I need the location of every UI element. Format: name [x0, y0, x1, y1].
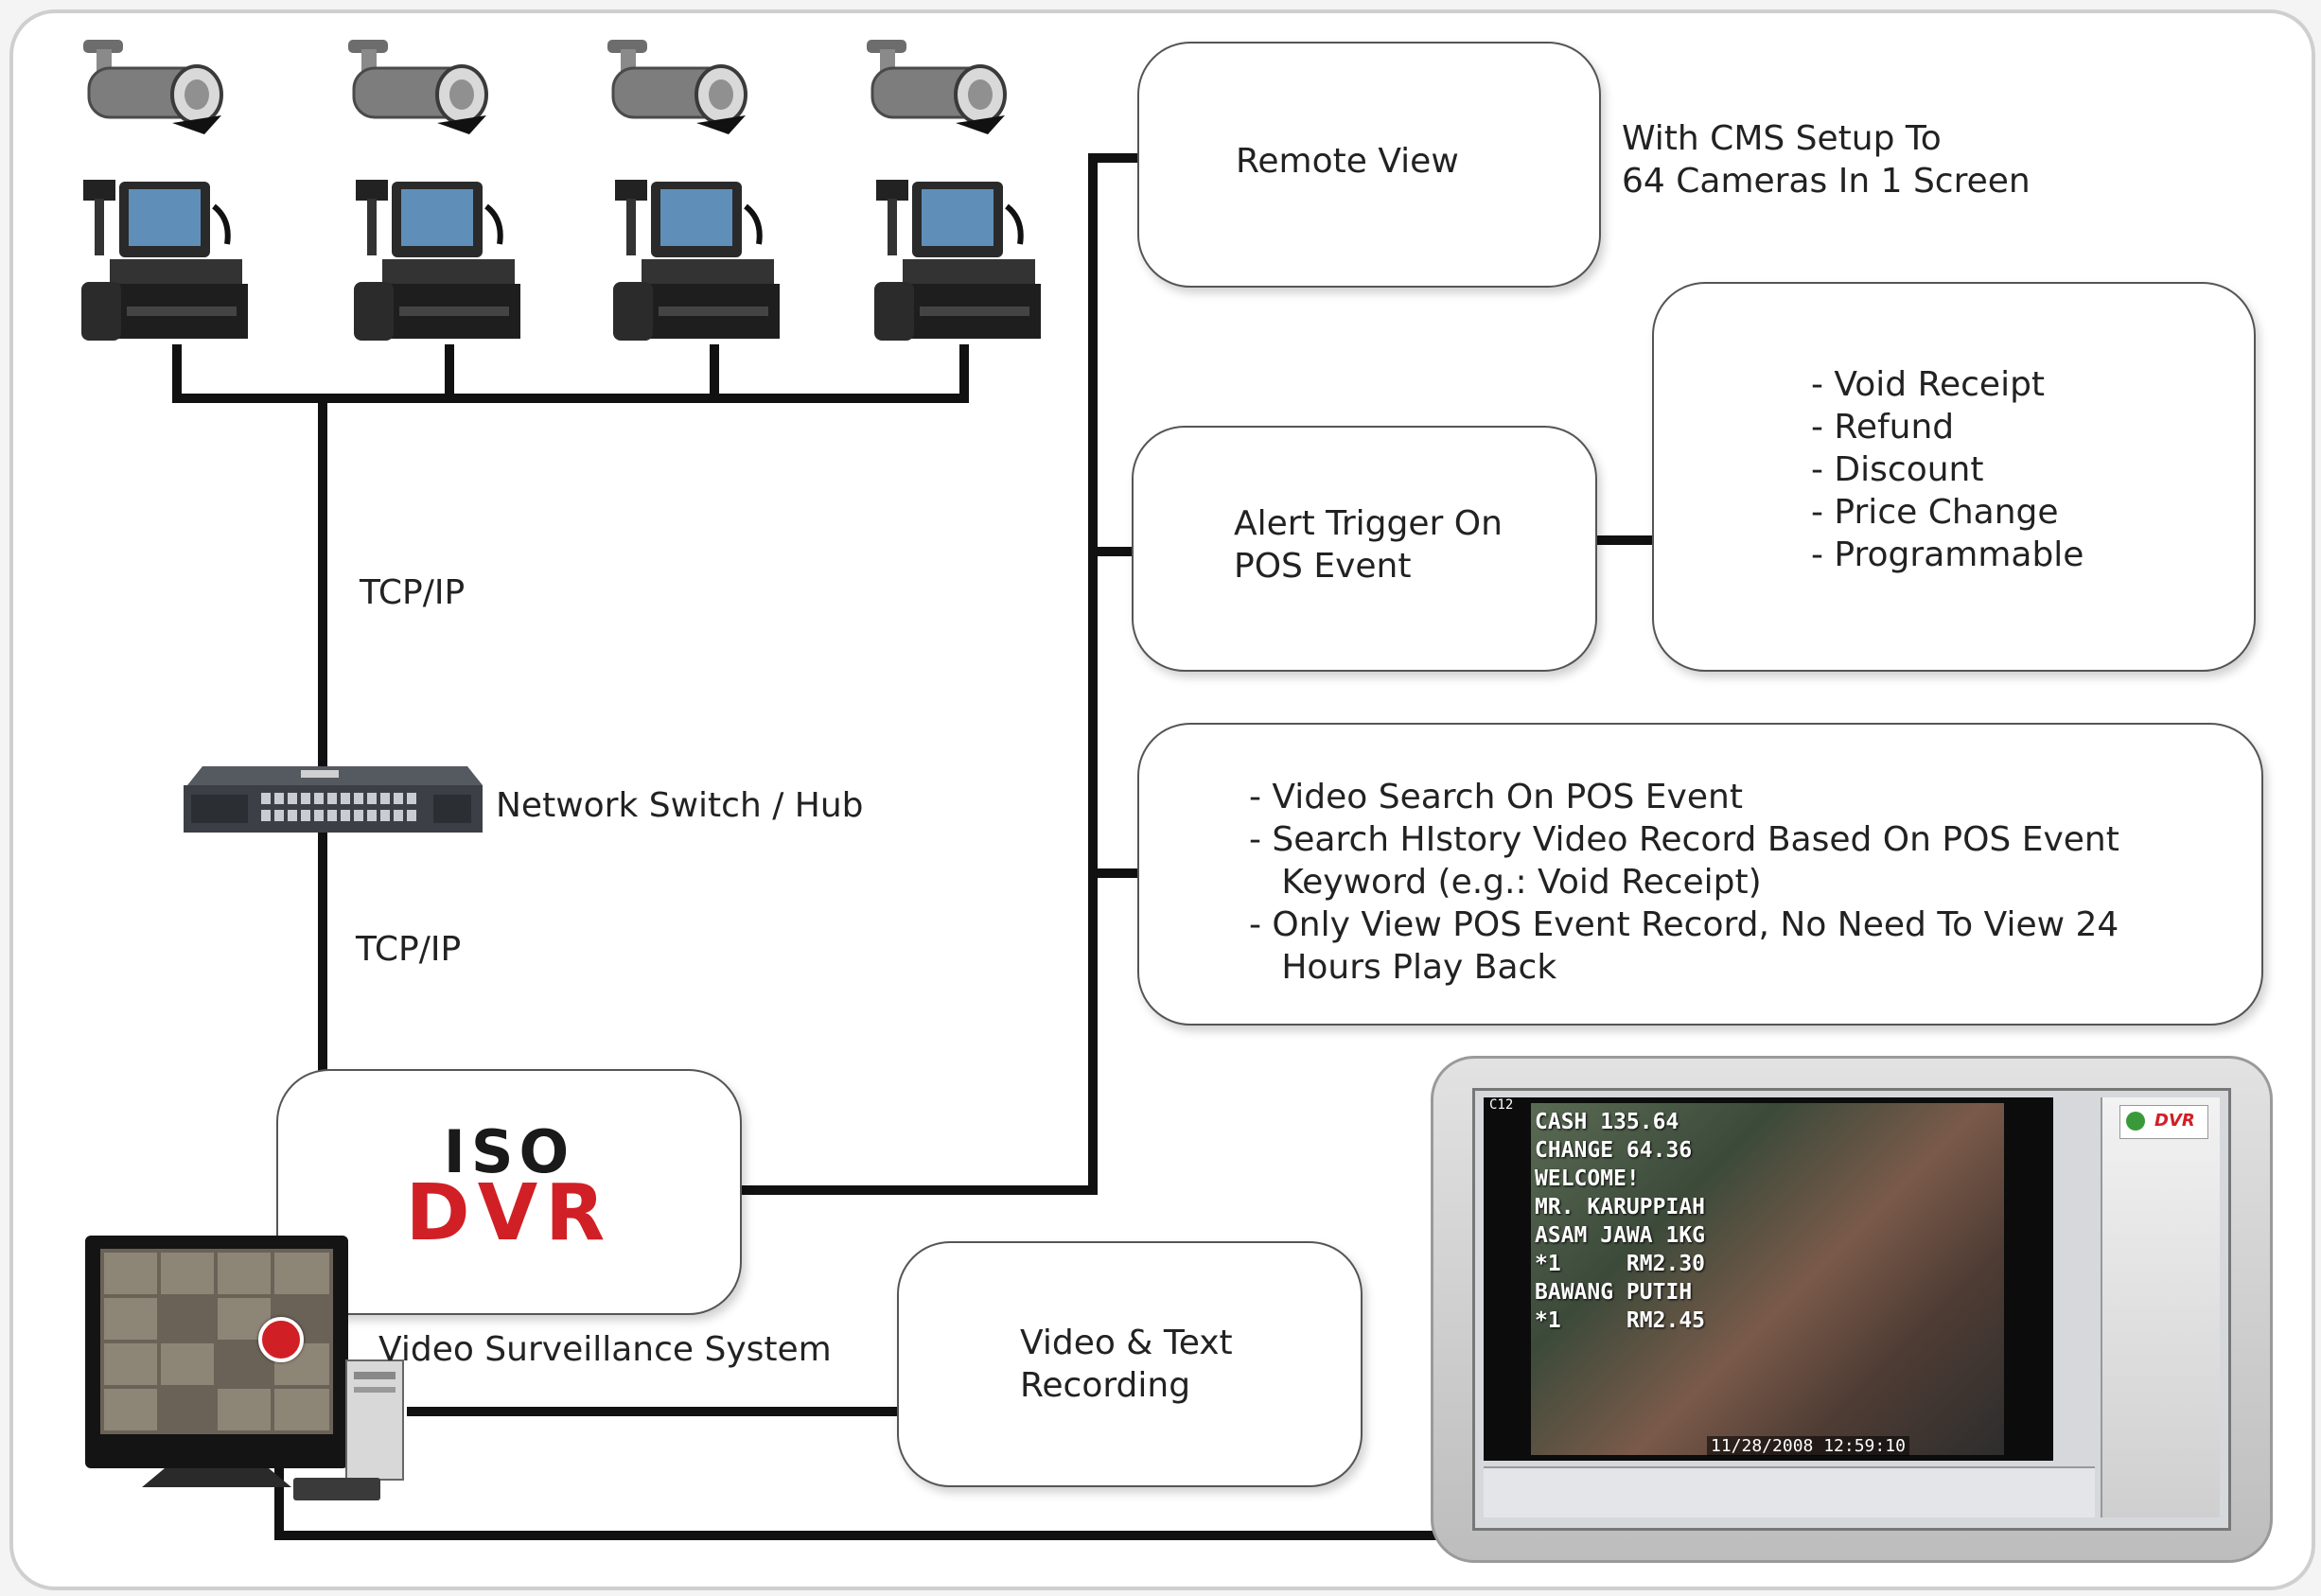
tcp-ip-label-bottom: TCP/IP	[356, 930, 462, 969]
remote-view-label: Remote View	[1236, 142, 1459, 181]
pc-to-recording-line	[407, 1407, 899, 1416]
pos-terminal-icon	[613, 180, 780, 341]
alert-to-events-line	[1595, 535, 1656, 545]
security-camera-icon	[607, 40, 747, 134]
dvr-brand-badge: DVR	[2119, 1105, 2208, 1139]
pos-terminal-icon	[81, 180, 248, 341]
network-switch-icon	[184, 766, 483, 833]
overlay-line-price-2: *1 RM2.45	[1535, 1308, 1706, 1333]
record-indicator-icon	[258, 1317, 304, 1362]
pos-event-refund: - Refund	[1811, 408, 1955, 447]
trunk-line-lower	[318, 833, 327, 1071]
overlay-line-welcome: WELCOME!	[1535, 1166, 1640, 1191]
bus-to-alert-line	[1088, 547, 1135, 556]
cms-note-line-1: With CMS Setup To	[1622, 119, 1942, 158]
security-camera-icon	[867, 40, 1007, 134]
video-search-line-2: - Search HIstory Video Record Based On P…	[1249, 820, 2119, 859]
monitor-video-feed: C12 CASH 135.64 CHANGE 64.36 WELCOME! MR…	[1484, 1097, 2053, 1461]
brand-globe-icon	[2126, 1112, 2145, 1131]
pc-to-monitor-line	[274, 1531, 1448, 1540]
overlay-line-item-2: BAWANG PUTIH	[1535, 1280, 1693, 1305]
pos-drop-line-2	[445, 344, 454, 401]
iso-dvr-logo: ISO DVR	[276, 1117, 742, 1258]
pos-events-box	[1652, 282, 2256, 672]
iso-logo-text: ISO	[443, 1117, 575, 1186]
alert-trigger-line-1: Alert Trigger On	[1234, 504, 1503, 543]
overlay-line-customer: MR. KARUPPIAH	[1535, 1195, 1706, 1219]
surveillance-pc-icon	[85, 1236, 404, 1500]
cms-note-line-2: 64 Cameras In 1 Screen	[1622, 162, 2031, 201]
security-camera-icon	[348, 40, 488, 134]
pos-event-programmable: - Programmable	[1811, 535, 2084, 574]
alert-trigger-line-2: POS Event	[1234, 547, 1412, 586]
video-search-line-1: - Video Search On POS Event	[1249, 778, 1743, 816]
right-vertical-bus	[1088, 153, 1098, 1194]
remote-view-box	[1137, 42, 1601, 288]
video-surveillance-label: Video Surveillance System	[378, 1330, 832, 1369]
overlay-timestamp: 11/28/2008 12:59:10	[1707, 1436, 1909, 1456]
store-scene	[1531, 1103, 2004, 1455]
bus-to-remote-line	[1088, 153, 1139, 163]
video-search-line-4: - Only View POS Event Record, No Need To…	[1249, 905, 2119, 944]
dvr-to-right-line	[738, 1185, 1098, 1195]
overlay-line-change: CHANGE 64.36	[1535, 1138, 1693, 1163]
brand-dvr-text: DVR	[2154, 1111, 2195, 1131]
alert-trigger-box	[1132, 426, 1597, 672]
overlay-channel: C12	[1489, 1097, 1514, 1113]
video-search-box	[1137, 723, 2263, 1026]
video-search-line-5: Hours Play Back	[1249, 948, 1557, 987]
pos-terminal-icon	[354, 180, 520, 341]
trunk-line-upper	[318, 394, 327, 772]
iso-dvr-box	[276, 1069, 742, 1315]
pos-drop-line-3	[710, 344, 719, 401]
pos-bus-line	[172, 394, 969, 403]
video-search-line-3: Keyword (e.g.: Void Receipt)	[1249, 863, 1762, 902]
recording-box	[897, 1241, 1363, 1487]
pos-event-price-change: - Price Change	[1811, 493, 2059, 532]
recording-line-1: Video & Text	[1020, 1324, 1233, 1362]
pos-drop-line-4	[959, 344, 969, 401]
monitor-status-bar	[1484, 1466, 2095, 1517]
monitor-side-panel: DVR	[2101, 1097, 2220, 1517]
overlay-line-cash: CASH 135.64	[1535, 1110, 1679, 1134]
overlay-line-item-1: ASAM JAWA 1KG	[1535, 1223, 1706, 1248]
network-switch-label: Network Switch / Hub	[496, 786, 864, 825]
overlay-line-price-1: *1 RM2.30	[1535, 1252, 1706, 1276]
pos-drop-line-1	[172, 344, 182, 401]
tcp-ip-label-top: TCP/IP	[360, 573, 466, 612]
pos-terminal-icon	[874, 180, 1041, 341]
pos-event-void-receipt: - Void Receipt	[1811, 365, 2046, 404]
security-camera-icon	[83, 40, 223, 134]
bus-to-search-line	[1088, 868, 1139, 878]
recording-line-2: Recording	[1020, 1366, 1191, 1405]
dvr-logo-text: DVR	[405, 1168, 613, 1258]
pos-event-discount: - Discount	[1811, 450, 1984, 489]
